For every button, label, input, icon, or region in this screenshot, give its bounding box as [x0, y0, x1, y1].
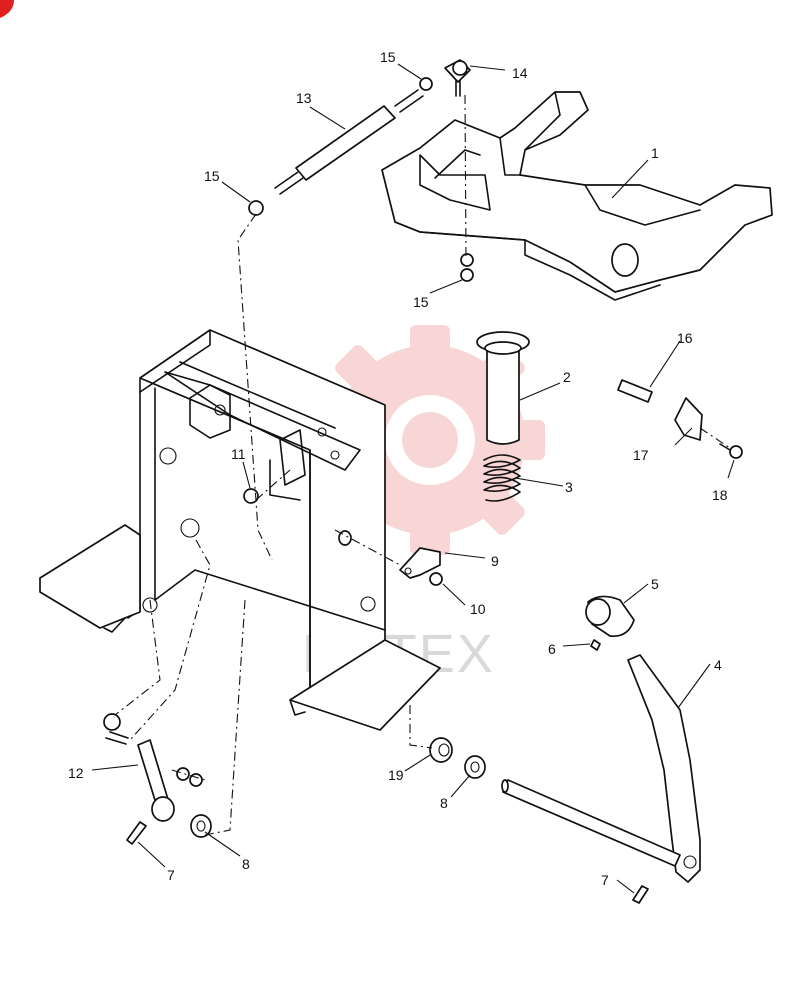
callout-1: 1	[651, 145, 659, 161]
part-14-eye-bolt	[444, 59, 471, 97]
callout-15c: 15	[413, 294, 429, 310]
callout-19: 19	[388, 767, 404, 783]
alignment-lines	[114, 94, 731, 836]
part-8-washer	[190, 755, 486, 838]
callout-16: 16	[677, 330, 693, 346]
shaft	[501, 779, 681, 867]
part-1-bracket	[381, 91, 773, 301]
callout-14: 14	[512, 65, 528, 81]
part-7-pins	[126, 821, 649, 904]
corner-mark	[0, 0, 14, 18]
part-10-bolt	[429, 572, 443, 586]
part-18-bolt	[719, 443, 743, 459]
callout-18: 18	[712, 487, 728, 503]
part-12-arm	[103, 713, 203, 822]
callout-6: 6	[548, 641, 556, 657]
part-16-pin	[617, 379, 653, 403]
callout-11: 11	[231, 446, 246, 462]
part-13-rod	[274, 89, 424, 195]
callout-9: 9	[491, 553, 499, 569]
callout-8a: 8	[242, 856, 250, 872]
part-5-pedal-pad	[585, 595, 635, 638]
frame-weldment	[39, 329, 441, 731]
part-9-plate	[399, 547, 441, 579]
callout-3: 3	[565, 479, 573, 495]
callout-8b: 8	[440, 795, 448, 811]
callout-13: 13	[296, 90, 312, 106]
part-19-bushing	[429, 737, 453, 763]
callout-labels: 1 2 3 4 5 6 7 7 8 8 9 10 11 12 13 14 15 …	[68, 49, 728, 888]
callout-15a: 15	[380, 49, 396, 65]
part-11-nut	[243, 488, 259, 504]
callout-15b: 15	[204, 168, 220, 184]
part-6-pin	[590, 639, 601, 651]
leader-lines	[91, 63, 735, 894]
callout-4: 4	[714, 657, 722, 673]
part-15-nuts	[248, 77, 474, 282]
callout-2: 2	[563, 369, 571, 385]
part-3-spring	[483, 454, 521, 502]
part-17-clip	[674, 397, 703, 441]
callout-10: 10	[470, 601, 486, 617]
part-2-pedal-pin	[476, 331, 530, 445]
washer-small	[338, 530, 352, 546]
callout-5: 5	[651, 576, 659, 592]
callout-12: 12	[68, 765, 84, 781]
callout-17: 17	[633, 447, 649, 463]
callout-7b: 7	[601, 872, 609, 888]
part-4-pedal-lever	[627, 654, 701, 883]
callout-7a: 7	[167, 867, 175, 883]
